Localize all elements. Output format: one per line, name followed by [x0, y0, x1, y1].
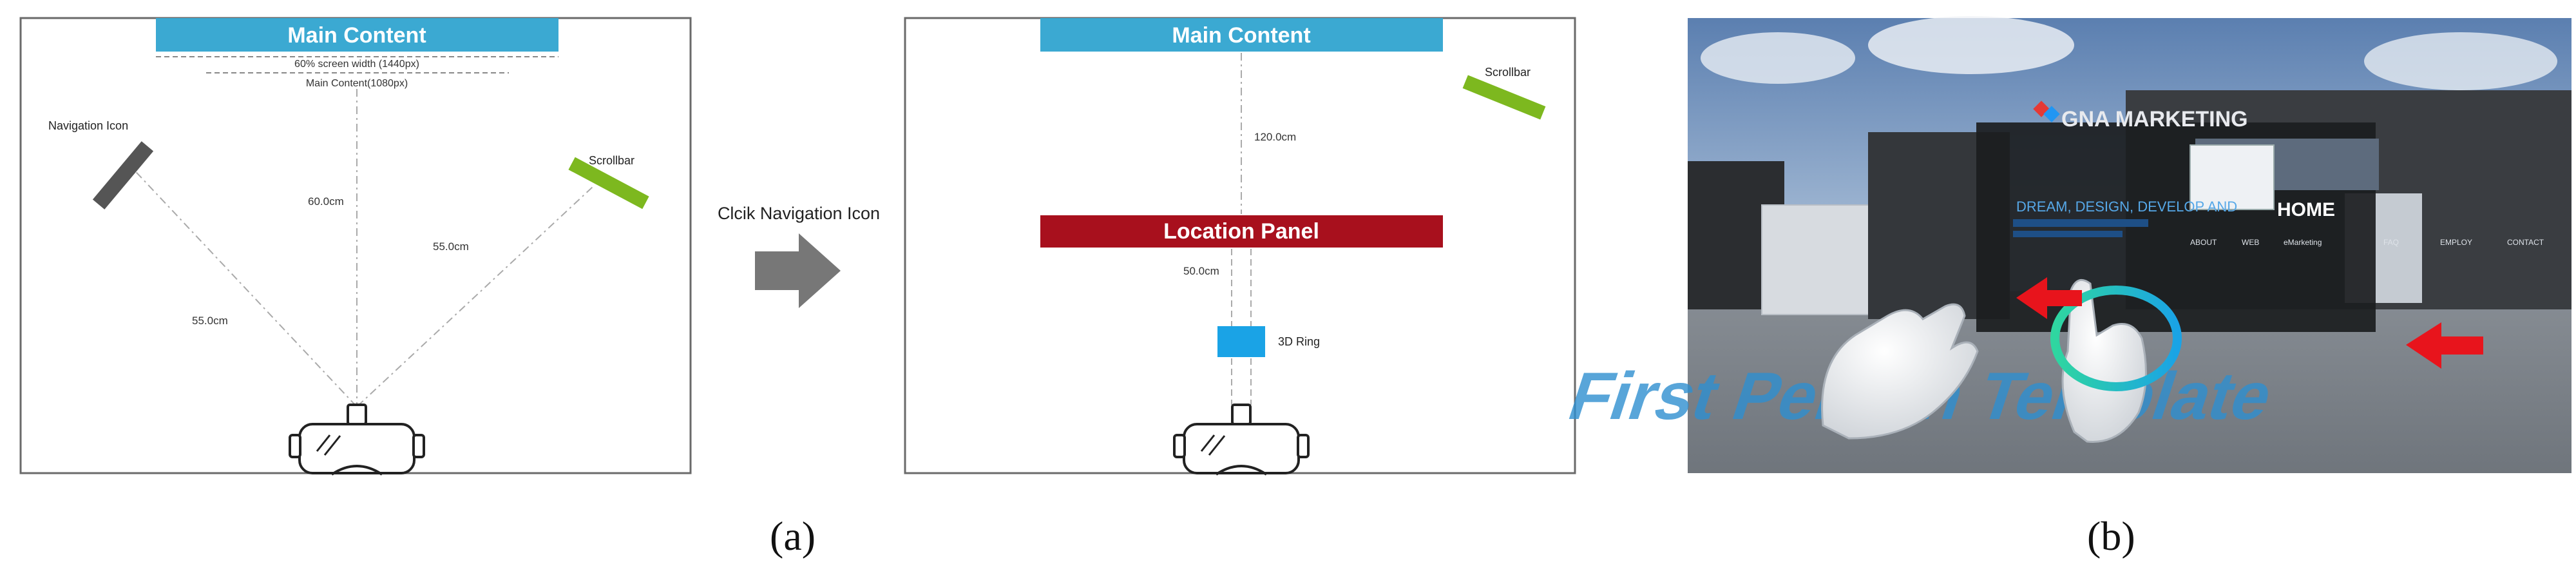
- scrollbar[interactable]: [568, 157, 649, 209]
- scrollbar-label: Scrollbar: [589, 154, 634, 167]
- location-panel-label: Location Panel: [1163, 219, 1319, 244]
- red-arrow-right-icon: [2406, 322, 2483, 369]
- menu-item-about[interactable]: ABOUT: [2190, 238, 2217, 247]
- panel-a-left: Main Content 60% screen width (1440px) M…: [19, 17, 692, 476]
- left-distance-line: [128, 164, 357, 407]
- navigation-icon-label: Navigation Icon: [48, 119, 128, 132]
- logo-text: GNA MARKETING: [2061, 107, 2248, 131]
- 3d-ring[interactable]: [2050, 286, 2182, 391]
- width-note: 60% screen width (1440px): [294, 59, 419, 70]
- scrollbar-label-2: Scrollbar: [1485, 66, 1531, 79]
- menu-item-employ[interactable]: EMPLOY: [2440, 238, 2472, 247]
- 3d-ring-marker[interactable]: [1217, 326, 1265, 357]
- main-content-label-2: Main Content: [1172, 23, 1310, 48]
- panel-a-middle: Main Content 120.0cm Scrollbar Location …: [904, 17, 1576, 476]
- transition-label: Clcik Navigation Icon: [718, 204, 880, 223]
- left-hand-icon: [1821, 303, 1979, 440]
- distance-right-label: 55.0cm: [433, 240, 469, 253]
- right-distance-line: [357, 186, 593, 407]
- vr-headset-icon-2: [1173, 404, 1310, 476]
- tagline-bar-2: [2013, 231, 2123, 237]
- transition: Clcik Navigation Icon: [718, 204, 880, 308]
- home-label: HOME: [2277, 199, 2335, 220]
- main-content-bar: [156, 18, 558, 52]
- panel-b-vr-scene: First Person Template GNA MARKETING DREA…: [1560, 16, 2571, 473]
- caption-a: (a): [770, 513, 816, 559]
- main-content-label: Main Content: [287, 23, 426, 48]
- width-note-2: Main Content(1080px): [306, 78, 408, 89]
- cloud: [1868, 16, 2074, 74]
- cloud: [1701, 32, 1855, 84]
- menu-item-contact[interactable]: CONTACT: [2507, 238, 2544, 247]
- caption-b: (b): [2087, 513, 2135, 559]
- distance-center-label: 60.0cm: [308, 195, 344, 208]
- cloud: [2364, 32, 2557, 90]
- main-content-bar-2: [1040, 18, 1443, 52]
- panel-a-left-frame: [19, 17, 692, 474]
- right-arrow-icon: [755, 233, 841, 308]
- menu-item-web[interactable]: WEB: [2242, 238, 2259, 247]
- menu-item-emarketing[interactable]: eMarketing: [2284, 238, 2322, 247]
- distance-top-label: 120.0cm: [1254, 131, 1296, 143]
- location-panel: [1040, 215, 1443, 248]
- menu-item-faq[interactable]: FAQ: [2383, 238, 2399, 247]
- tagline: DREAM, DESIGN, DEVELOP AND: [2016, 199, 2237, 215]
- hero-image: [2190, 144, 2275, 210]
- vr-headset-icon: [289, 404, 425, 476]
- tagline-bar: [2013, 219, 2148, 227]
- distance-left-label: 55.0cm: [192, 315, 228, 327]
- ring-label: 3D Ring: [1278, 335, 1320, 348]
- navigation-icon[interactable]: [92, 141, 154, 209]
- distance-bottom-label: 50.0cm: [1183, 265, 1219, 277]
- red-arrow-left-icon: [2016, 277, 2082, 319]
- scrollbar-2[interactable]: [1462, 75, 1546, 120]
